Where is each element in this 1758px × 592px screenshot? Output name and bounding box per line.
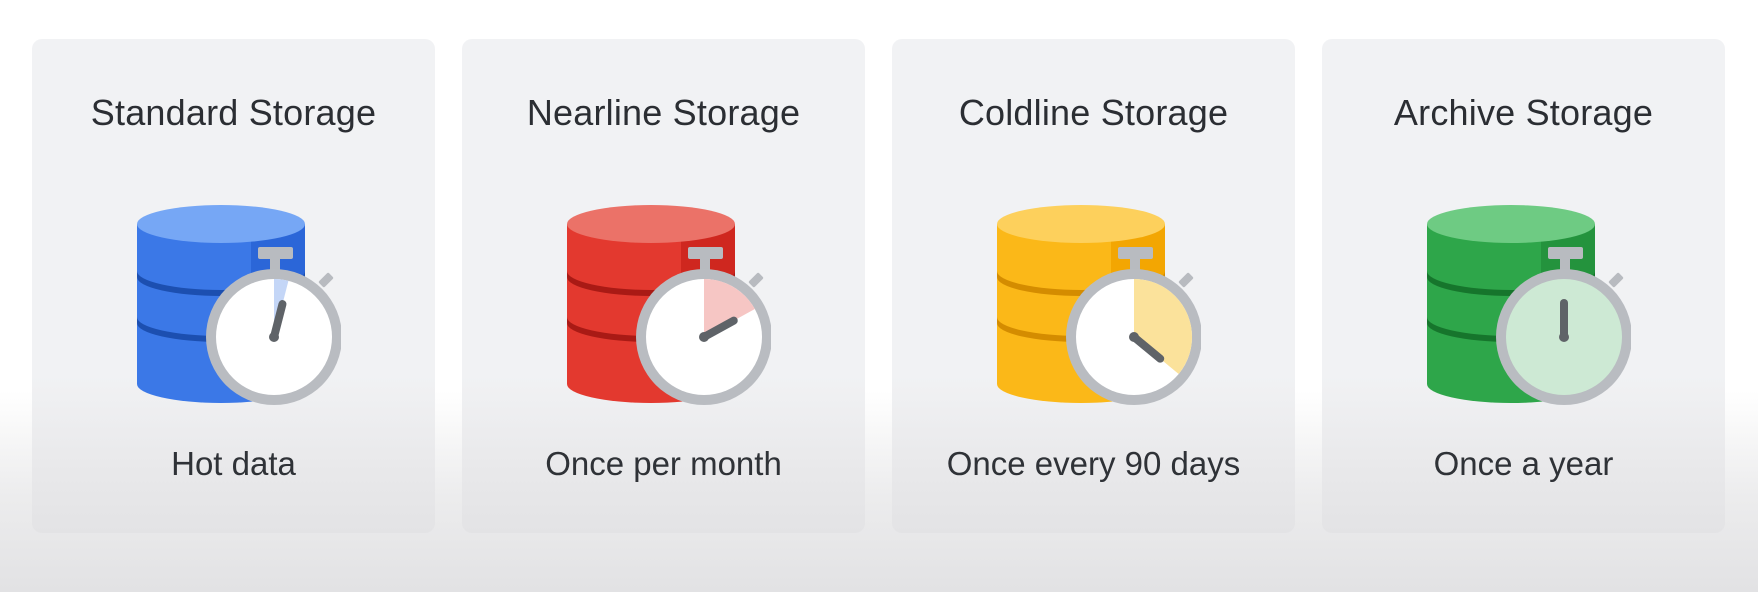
card-nearline-storage: Nearline Storage Once per month bbox=[462, 39, 865, 533]
card-title: Archive Storage bbox=[1393, 92, 1654, 133]
card-coldline-storage: Coldline Storage Once every 90 days bbox=[892, 39, 1295, 533]
elapsed-wedge bbox=[1134, 279, 1192, 374]
storage-class-cards: Standard Storage Hot data Nearline Stora… bbox=[32, 39, 1725, 533]
stopwatch-hand bbox=[700, 316, 738, 341]
database-stopwatch-icon bbox=[991, 177, 1201, 407]
card-title: Nearline Storage bbox=[526, 92, 801, 133]
card-title: Coldline Storage bbox=[958, 92, 1229, 133]
stopwatch-icon bbox=[206, 247, 341, 405]
database-stopwatch-icon bbox=[131, 177, 341, 407]
card-subtitle: Once per month bbox=[545, 445, 782, 482]
stopwatch-icon bbox=[1066, 247, 1201, 405]
card-standard-storage: Standard Storage Hot data bbox=[32, 39, 435, 533]
stopwatch-icon bbox=[636, 247, 771, 405]
database-stopwatch-icon bbox=[1421, 177, 1631, 407]
card-archive-storage: Archive Storage Once a year bbox=[1322, 39, 1725, 533]
stopwatch-hand bbox=[270, 300, 287, 341]
card-title: Standard Storage bbox=[90, 92, 377, 133]
card-subtitle: Once a year bbox=[1433, 445, 1614, 482]
database-stopwatch-icon bbox=[561, 177, 771, 407]
card-subtitle: Hot data bbox=[171, 445, 296, 482]
card-subtitle: Once every 90 days bbox=[946, 445, 1241, 482]
stopwatch-hand bbox=[1130, 333, 1165, 363]
stopwatch-icon bbox=[1496, 247, 1631, 405]
elapsed-wedge bbox=[704, 279, 755, 337]
